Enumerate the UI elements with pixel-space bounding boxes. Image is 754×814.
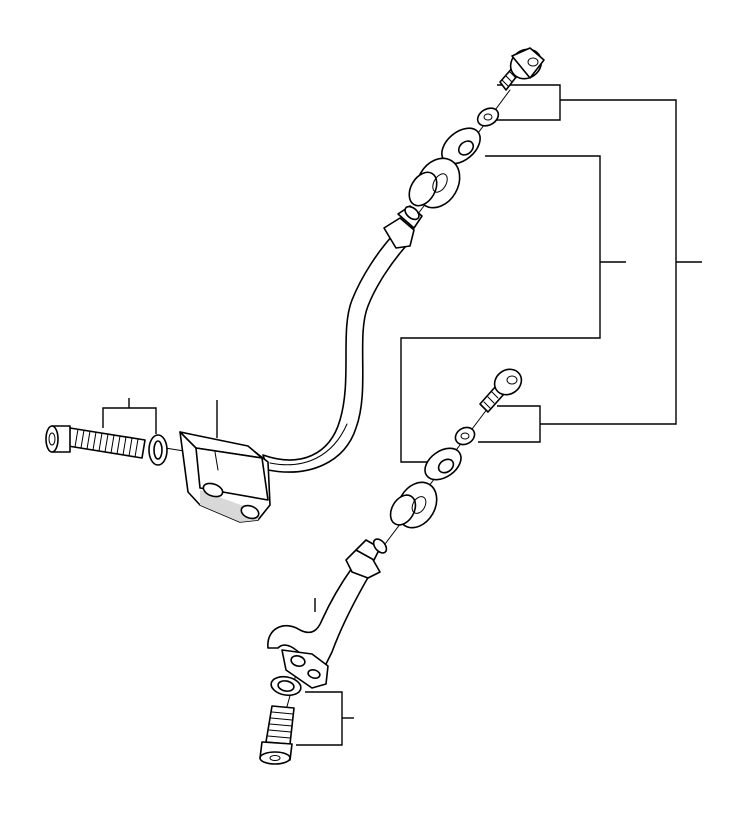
leader-washers bbox=[400, 155, 601, 463]
lower-grommet bbox=[389, 481, 438, 529]
leader-top-bolts bbox=[497, 84, 561, 121]
leader-flange-bolt bbox=[102, 407, 157, 434]
flange-bracket bbox=[179, 431, 271, 523]
leader-mid-bolts bbox=[478, 405, 541, 443]
lower-flange-hole-1 bbox=[290, 655, 306, 667]
upper-grommet bbox=[408, 157, 461, 209]
flange-seal-ring bbox=[148, 434, 168, 466]
bottom-seal-ring bbox=[270, 675, 302, 697]
upper-seal-washer bbox=[441, 127, 481, 165]
flange-hole-1 bbox=[202, 482, 224, 498]
flange-hole-2 bbox=[240, 504, 260, 520]
lower-oil-pipe bbox=[267, 538, 388, 689]
upper-oil-pipe bbox=[262, 205, 423, 473]
upper-banjo-bolt bbox=[499, 47, 545, 91]
bottom-bolt bbox=[259, 705, 295, 765]
lower-seal-washer bbox=[424, 447, 462, 481]
lower-banjo-bolt bbox=[479, 368, 523, 413]
flange-bolt bbox=[45, 425, 146, 459]
lower-flange-hole-2 bbox=[307, 669, 321, 679]
leader-bottom-bolt bbox=[296, 691, 343, 746]
leader-lines bbox=[102, 84, 702, 746]
upper-washer bbox=[476, 107, 500, 127]
lower-washer bbox=[454, 426, 476, 446]
